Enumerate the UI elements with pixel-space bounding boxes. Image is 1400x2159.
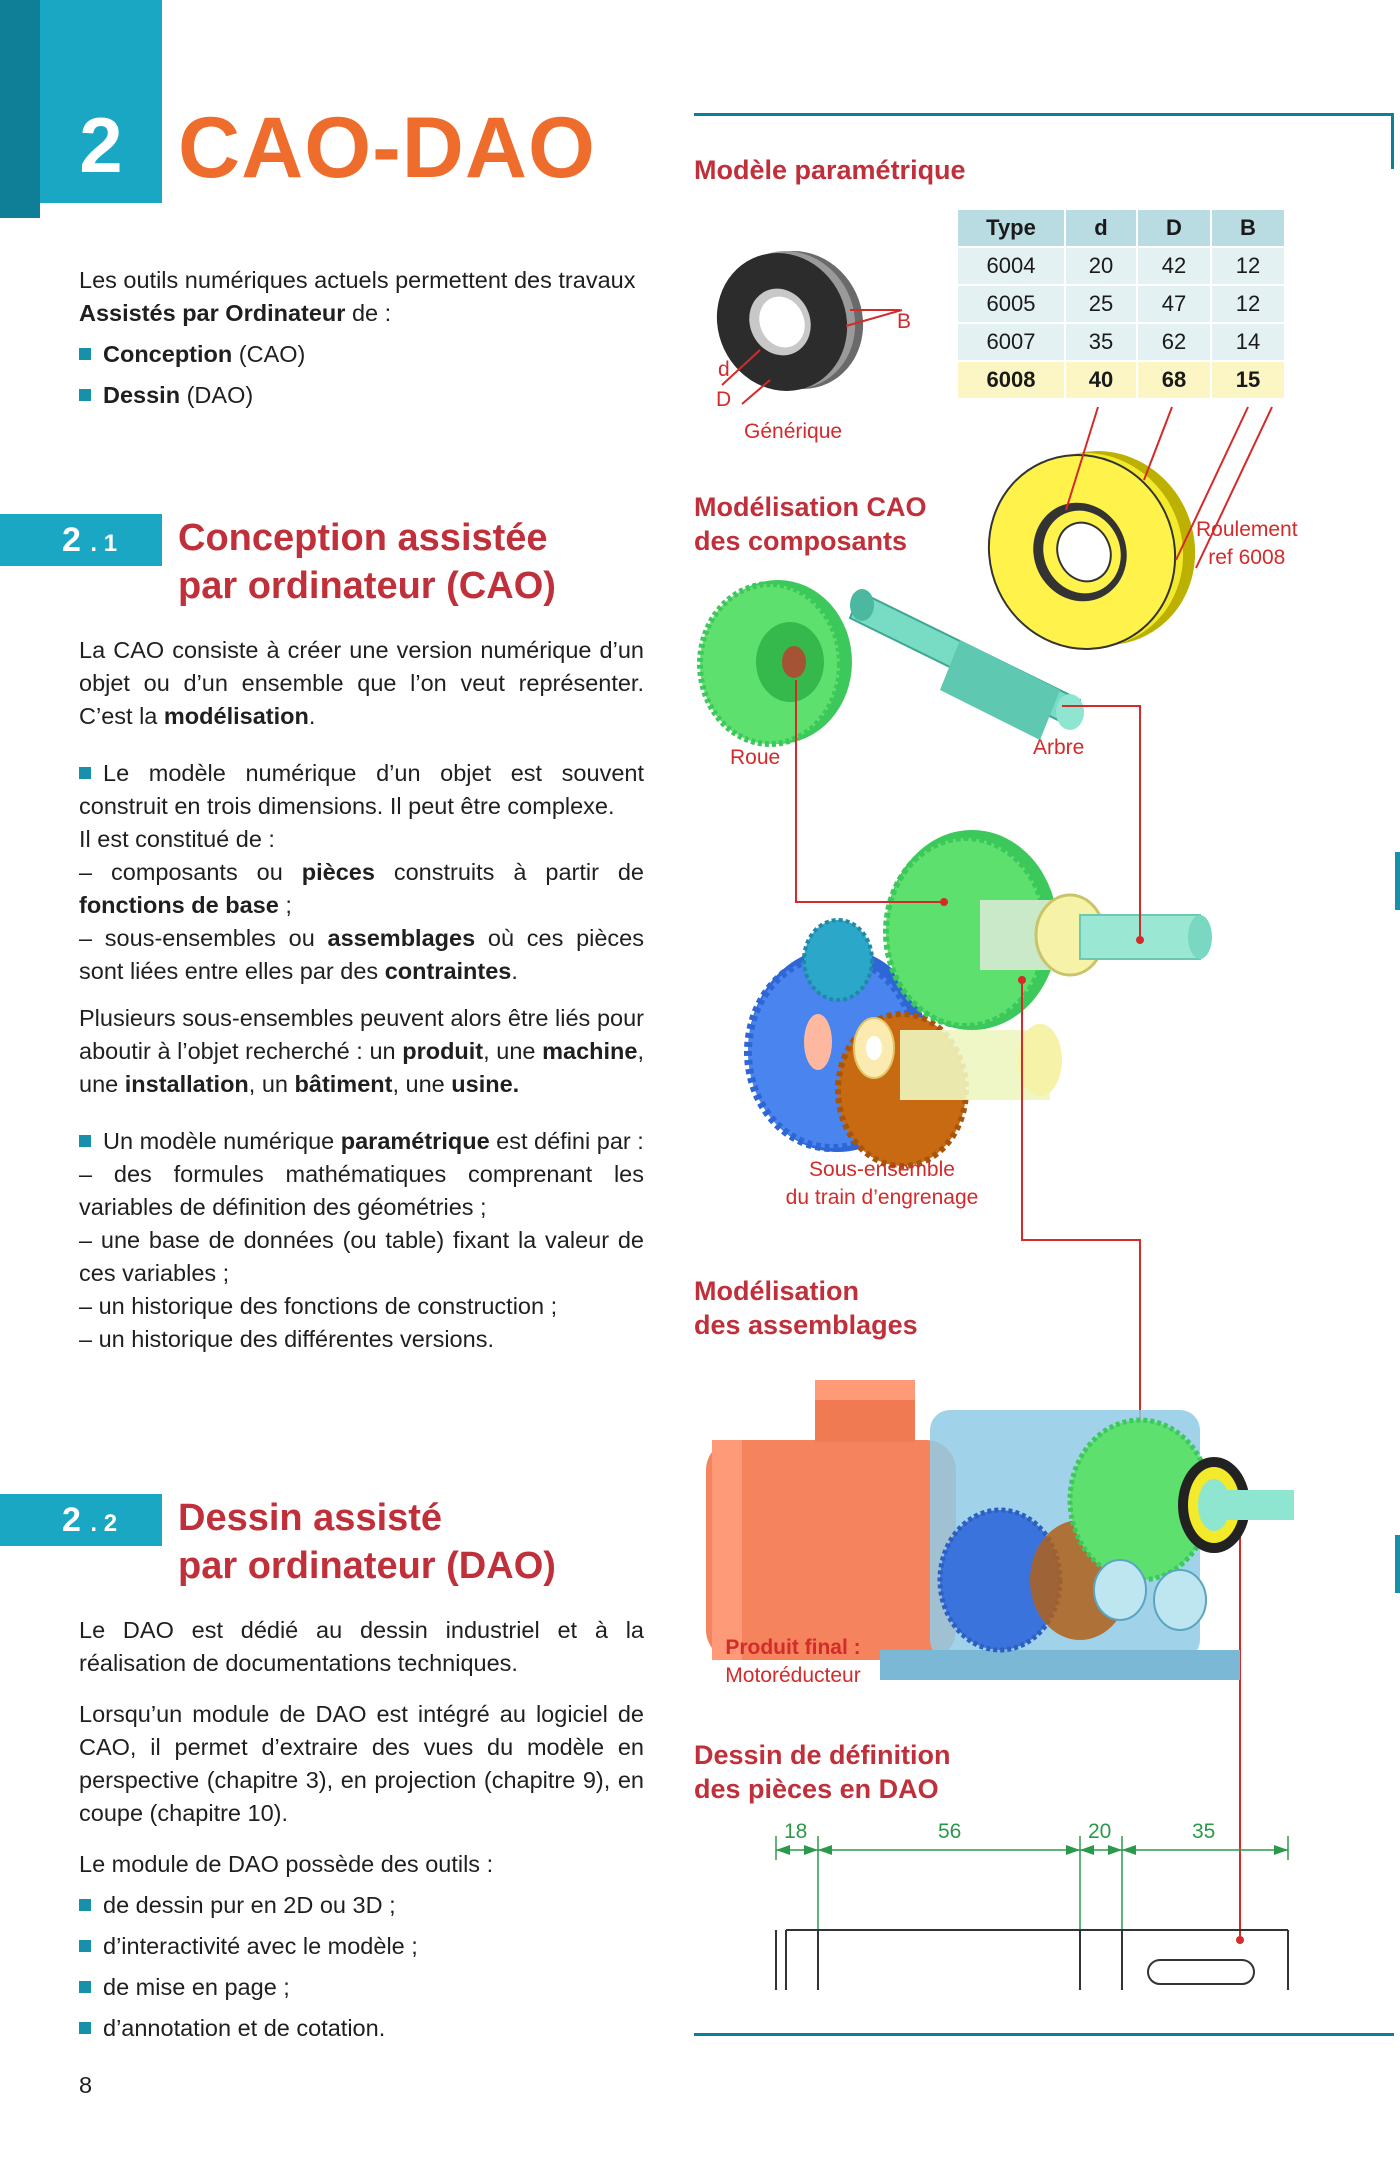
intro-item-dao: Dessin (DAO)	[79, 379, 649, 412]
bullet-icon	[79, 1899, 91, 1911]
bullet-icon	[79, 1981, 91, 1993]
intro-text: Les outils numériques actuels permettent…	[79, 264, 649, 412]
cao-paragraph-3: Plusieurs sous-ensembles peuvent alors ê…	[79, 1005, 644, 1097]
section-2-1-number: 2 . 1	[62, 521, 118, 559]
label-final-product: Produit final : Motoréducteur	[725, 1636, 861, 1687]
label-roue: Roue	[730, 746, 781, 769]
page-number: 8	[79, 2072, 93, 2098]
section-2-1-title: Conception assistée par ordinateur (CAO)	[178, 517, 556, 607]
dimension-18: 18	[784, 1820, 808, 1843]
intro-item-cao: Conception (CAO)	[79, 338, 649, 371]
section-2-2-body: Le DAO est dédié au dessin industriel et…	[79, 1614, 644, 2045]
label-generique: Générique	[744, 420, 843, 443]
section-2-2-number: 2 . 2	[62, 1501, 118, 1539]
page-edge-marker	[1395, 1535, 1400, 1593]
section-2-1-bar: 2 . 1	[0, 514, 162, 566]
heading-parametric-model: Modèle paramétrique	[694, 155, 966, 185]
dao-paragraph-1: Le DAO est dédié au dessin industriel et…	[79, 1617, 644, 1676]
section-2-1-body: La CAO consiste à créer une version numé…	[79, 634, 644, 1356]
cao-paragraph-4: Un modèle numérique paramétrique est déf…	[79, 1128, 644, 1352]
label-d: d	[718, 358, 730, 381]
right-column-top-rule-end	[1391, 113, 1394, 169]
bullet-icon	[79, 2022, 91, 2034]
bullet-icon	[79, 1135, 91, 1147]
section-2-2-bar: 2 . 2	[0, 1494, 162, 1546]
cao-paragraph-1: La CAO consiste à créer une version numé…	[79, 637, 644, 729]
chapter-number-box	[40, 0, 162, 203]
right-column-bottom-rule	[694, 2033, 1394, 2036]
chapter-number: 2	[79, 101, 123, 189]
dao-paragraph-2: Lorsqu’un module de DAO est intégré au l…	[79, 1701, 644, 1826]
label-gear-subassembly: Sous-ensemble du train d’engrenage	[785, 1158, 979, 1209]
intro-line2: Assistés par Ordinateur de :	[79, 300, 392, 326]
dao-tool-item: de mise en page ;	[79, 1971, 644, 2004]
technical-drawing	[775, 1836, 1289, 1990]
label-arbre: Arbre	[1033, 736, 1085, 759]
bullet-icon	[79, 389, 91, 401]
chapter-side-bar	[0, 0, 40, 218]
shaft-image	[848, 589, 1084, 740]
label-B: B	[897, 310, 912, 333]
bearing-6008-image	[987, 406, 1273, 650]
page-edge-marker	[1395, 852, 1400, 910]
label-D: D	[716, 388, 732, 411]
table-header-row: Type d D B	[958, 210, 1284, 246]
bullet-icon	[79, 767, 91, 779]
heading-definition-drawing: Dessin de définition des pièces en DAO	[694, 1740, 951, 1804]
cao-paragraph-2: Le modèle numérique d’un objet est souve…	[79, 760, 645, 984]
dao-tool-item: de dessin pur en 2D ou 3D ;	[79, 1889, 644, 1922]
dimension-35: 35	[1192, 1820, 1216, 1843]
connector-lines	[795, 680, 1241, 1940]
heading-assemblies: Modélisation des assemblages	[694, 1276, 918, 1340]
gear-motor-image	[706, 1380, 1294, 1680]
right-column-top-rule	[694, 113, 1394, 116]
dimension-20: 20	[1088, 1820, 1112, 1843]
bullet-icon	[79, 1940, 91, 1952]
intro-line1: Les outils numériques actuels permettent…	[79, 267, 636, 293]
gear-train-image	[744, 830, 1212, 1169]
generic-bearing-image	[716, 251, 903, 405]
gear-wheel-image	[697, 580, 852, 747]
section-2-2-title: Dessin assisté par ordinateur (DAO)	[178, 1497, 556, 1587]
dimension-56: 56	[938, 1820, 962, 1843]
label-bearing-6008: Roulement ref 6008	[1196, 518, 1298, 569]
bullet-icon	[79, 348, 91, 360]
dao-paragraph-3: Le module de DAO possède des outils :	[79, 1851, 494, 1877]
heading-cao-components: Modélisation CAO des composants	[694, 492, 927, 556]
dao-tool-item: d’interactivité avec le modèle ;	[79, 1930, 644, 1963]
dao-tool-item: d’annotation et de cotation.	[79, 2012, 644, 2045]
chapter-title: CAO-DAO	[178, 100, 596, 196]
